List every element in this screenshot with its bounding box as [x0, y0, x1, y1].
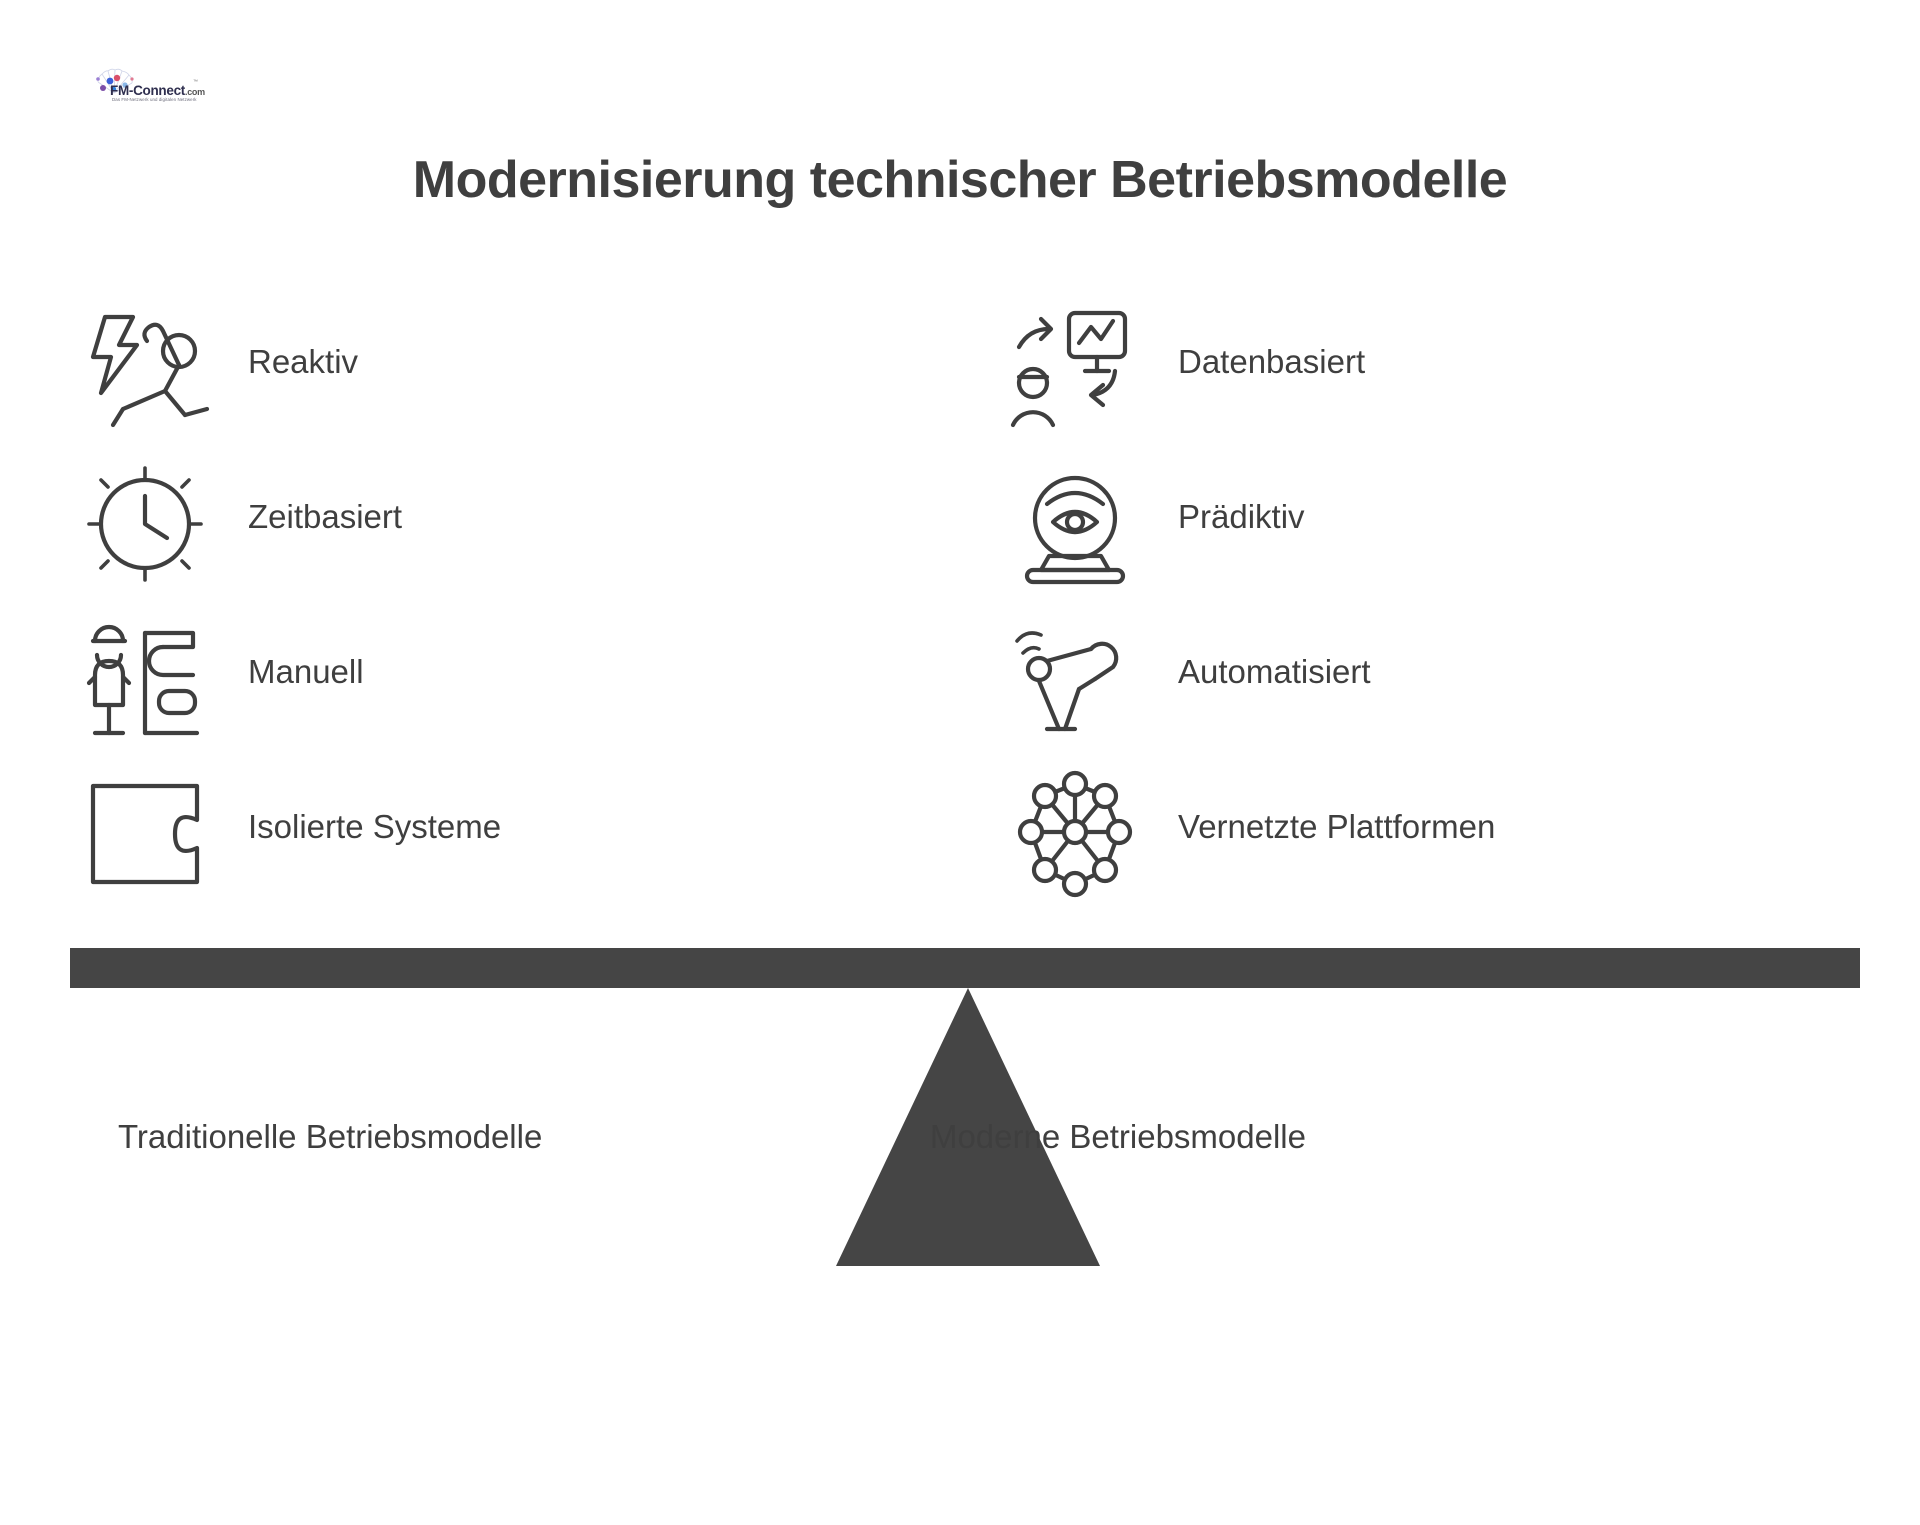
worker-manual-machine-icon — [70, 610, 220, 750]
modern-footer-label: Moderne Betriebsmodelle — [929, 1118, 1306, 1155]
person-data-monitor-icon — [1000, 300, 1150, 440]
traditional-column: Reaktiv — [70, 300, 930, 920]
crystal-ball-eye-icon — [1000, 455, 1150, 595]
list-item-praediktiv: Prädiktiv — [1000, 455, 1860, 610]
balance-beam — [70, 948, 1860, 988]
balance-fulcrum-triangle — [836, 988, 1100, 1266]
list-item-label: Prädiktiv — [1178, 498, 1305, 535]
page-title: Modernisierung technischer Betriebsmodel… — [412, 151, 1508, 209]
list-item-label: Automatisiert — [1178, 653, 1371, 690]
list-item-label: Manuell — [248, 653, 364, 690]
list-item-label: Isolierte Systeme — [248, 808, 502, 845]
list-item-isolierte-systeme: Isolierte Systeme — [70, 765, 930, 920]
modern-column: Datenbasiert Prädiktiv — [1000, 300, 1860, 920]
brand-tagline: Das FM-Netzwerk und digitalen Netzwerk — [112, 97, 197, 102]
list-item-vernetzte-plattformen: Vernetzte Plattformen — [1000, 765, 1860, 920]
starburst-logo-icon — [92, 66, 138, 96]
traditional-footer-label: Traditionelle Betriebsmodelle — [118, 1118, 543, 1155]
clock-icon — [70, 455, 220, 595]
list-item-manuell: Manuell — [70, 610, 930, 765]
list-item-label: Zeitbasiert — [248, 498, 403, 535]
list-item-automatisiert: Automatisiert — [1000, 610, 1860, 765]
brand-logo[interactable]: FM-Connect.com ™ Das FM-Netzwerk und dig… — [92, 66, 205, 108]
list-item-label: Datenbasiert — [1178, 343, 1366, 380]
network-nodes-icon — [1000, 765, 1150, 905]
list-item-zeitbasiert: Zeitbasiert — [70, 455, 930, 610]
brand-tld: .com — [185, 87, 205, 97]
puzzle-piece-icon — [70, 765, 220, 905]
list-item-reaktiv: Reaktiv — [70, 300, 930, 455]
lightning-falling-person-icon — [70, 300, 220, 440]
list-item-label: Vernetzte Plattformen — [1178, 808, 1496, 845]
brand-name: FM-Connect.com — [110, 83, 205, 98]
robot-arm-icon — [1000, 610, 1150, 750]
trademark-symbol: ™ — [193, 79, 198, 85]
list-item-label: Reaktiv — [248, 343, 359, 380]
list-item-datenbasiert: Datenbasiert — [1000, 300, 1860, 455]
